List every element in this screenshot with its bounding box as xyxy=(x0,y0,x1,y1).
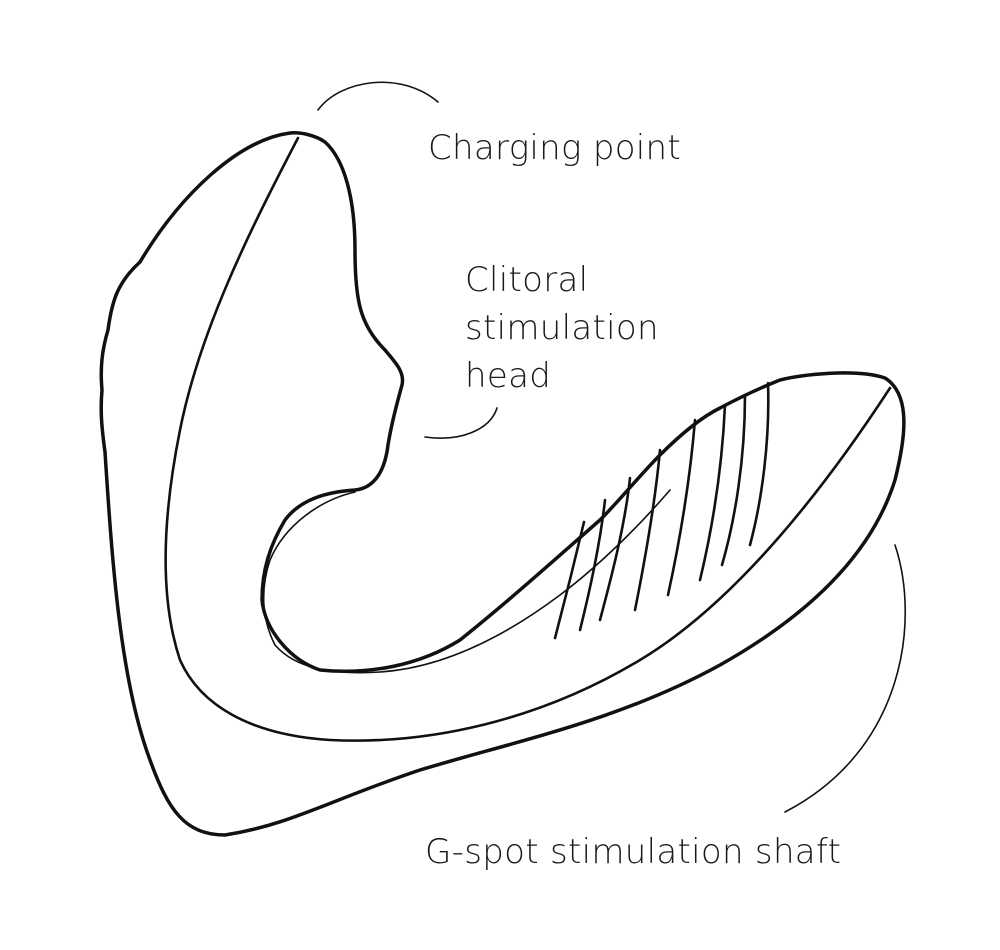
device-outer-outline xyxy=(99,131,906,837)
rib-7 xyxy=(720,393,747,567)
rib-8 xyxy=(748,381,770,547)
clitoral-head-label-line1: Clitoral xyxy=(465,260,589,300)
rib-4 xyxy=(633,448,662,612)
leader-charging-point xyxy=(317,81,439,111)
rib-1 xyxy=(553,520,586,640)
shaft-inner-contour xyxy=(262,489,671,674)
rib-5 xyxy=(666,418,697,597)
rib-2 xyxy=(578,498,607,632)
leader-clitoral-head xyxy=(424,407,498,439)
rib-6 xyxy=(698,403,727,582)
charging-point-label: Charging point xyxy=(428,128,682,168)
inner-channel-line xyxy=(164,136,892,742)
shaft-ribs xyxy=(553,381,770,640)
leader-gspot-shaft xyxy=(784,544,907,813)
gspot-shaft-label: G-spot stimulation shaft xyxy=(425,832,842,872)
rib-3 xyxy=(598,476,632,622)
clitoral-head-label-line3: head xyxy=(465,356,552,396)
clitoral-head-label-line2: stimulation xyxy=(465,308,659,348)
clitoral-head-label: Clitoral stimulation head xyxy=(465,256,659,400)
